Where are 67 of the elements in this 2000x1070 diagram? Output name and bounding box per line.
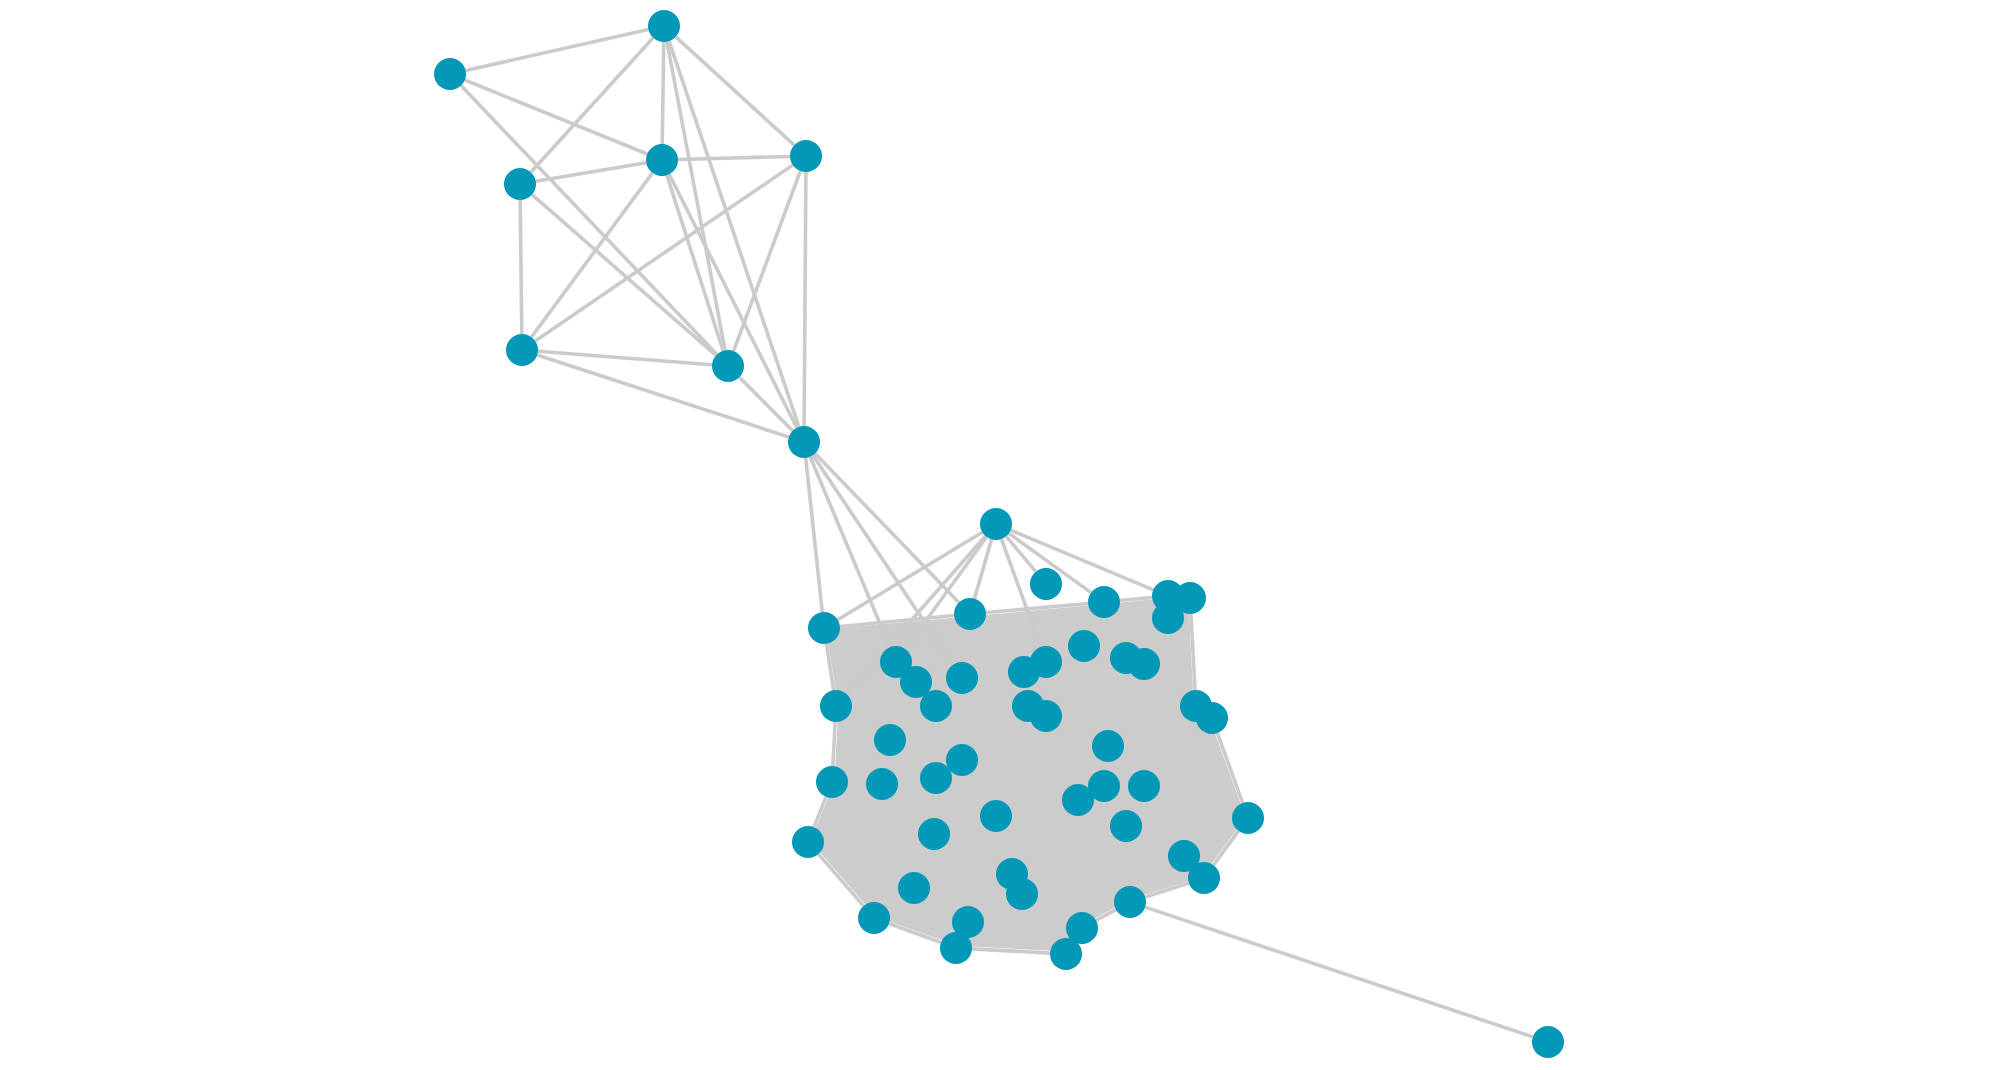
link-line [1189, 613, 1197, 691]
link-line [803, 457, 825, 613]
node-dot [1174, 582, 1206, 614]
link-line [1004, 535, 1038, 573]
link-line [831, 721, 837, 767]
link-line [817, 852, 865, 908]
link-line [667, 173, 799, 429]
link-line [888, 921, 942, 945]
node-dot [816, 766, 848, 798]
link-line [812, 796, 828, 828]
node-dot [1232, 802, 1264, 834]
link-line [731, 170, 803, 352]
node-dot [1088, 586, 1120, 618]
link-line [677, 154, 791, 162]
link-line [660, 41, 666, 145]
node-dot [940, 932, 972, 964]
node-dot [648, 10, 680, 42]
link-line [665, 174, 725, 352]
link-line [535, 160, 647, 184]
node-dot [820, 690, 852, 722]
link-line [674, 35, 796, 147]
node-dot [1196, 702, 1228, 734]
link-line [1212, 829, 1240, 867]
link-line [972, 538, 994, 600]
link-line [464, 78, 648, 156]
link-line [534, 163, 794, 343]
link-line [1007, 531, 1093, 595]
link-line [536, 353, 790, 439]
node-dot [504, 168, 536, 200]
node-dot [858, 902, 890, 934]
link-line [1010, 528, 1154, 592]
link-line [802, 172, 808, 426]
link-line [530, 193, 718, 357]
node-dot [788, 426, 820, 458]
link-line [465, 27, 649, 73]
node-dot [954, 598, 986, 630]
node-dot [1188, 862, 1220, 894]
link-line [738, 376, 794, 432]
link-line [1144, 905, 1534, 1039]
node-dot [1030, 568, 1062, 600]
node-dot [646, 144, 678, 176]
node-dot [1532, 1026, 1564, 1058]
link-line [971, 947, 1051, 955]
node-dot [434, 58, 466, 90]
link-line [667, 40, 801, 428]
node-dot [790, 140, 822, 172]
node-dot [1114, 886, 1146, 918]
link-line [985, 601, 1089, 615]
link-line [1095, 908, 1117, 922]
link-line [537, 349, 713, 367]
link-line [518, 199, 524, 335]
link-line [529, 36, 655, 174]
node-dot [506, 334, 538, 366]
node-dot [712, 350, 744, 382]
node-dot [808, 612, 840, 644]
link-line [836, 530, 984, 622]
node-dot [792, 826, 824, 858]
node-dot [980, 508, 1012, 540]
link-line [530, 171, 654, 339]
link-line [459, 84, 719, 356]
link-line [824, 643, 836, 691]
node-dot [1050, 938, 1082, 970]
link-line [1119, 595, 1153, 603]
link-line [1144, 881, 1190, 899]
link-line [813, 452, 961, 604]
link-line [839, 613, 955, 629]
link-line [665, 41, 727, 351]
